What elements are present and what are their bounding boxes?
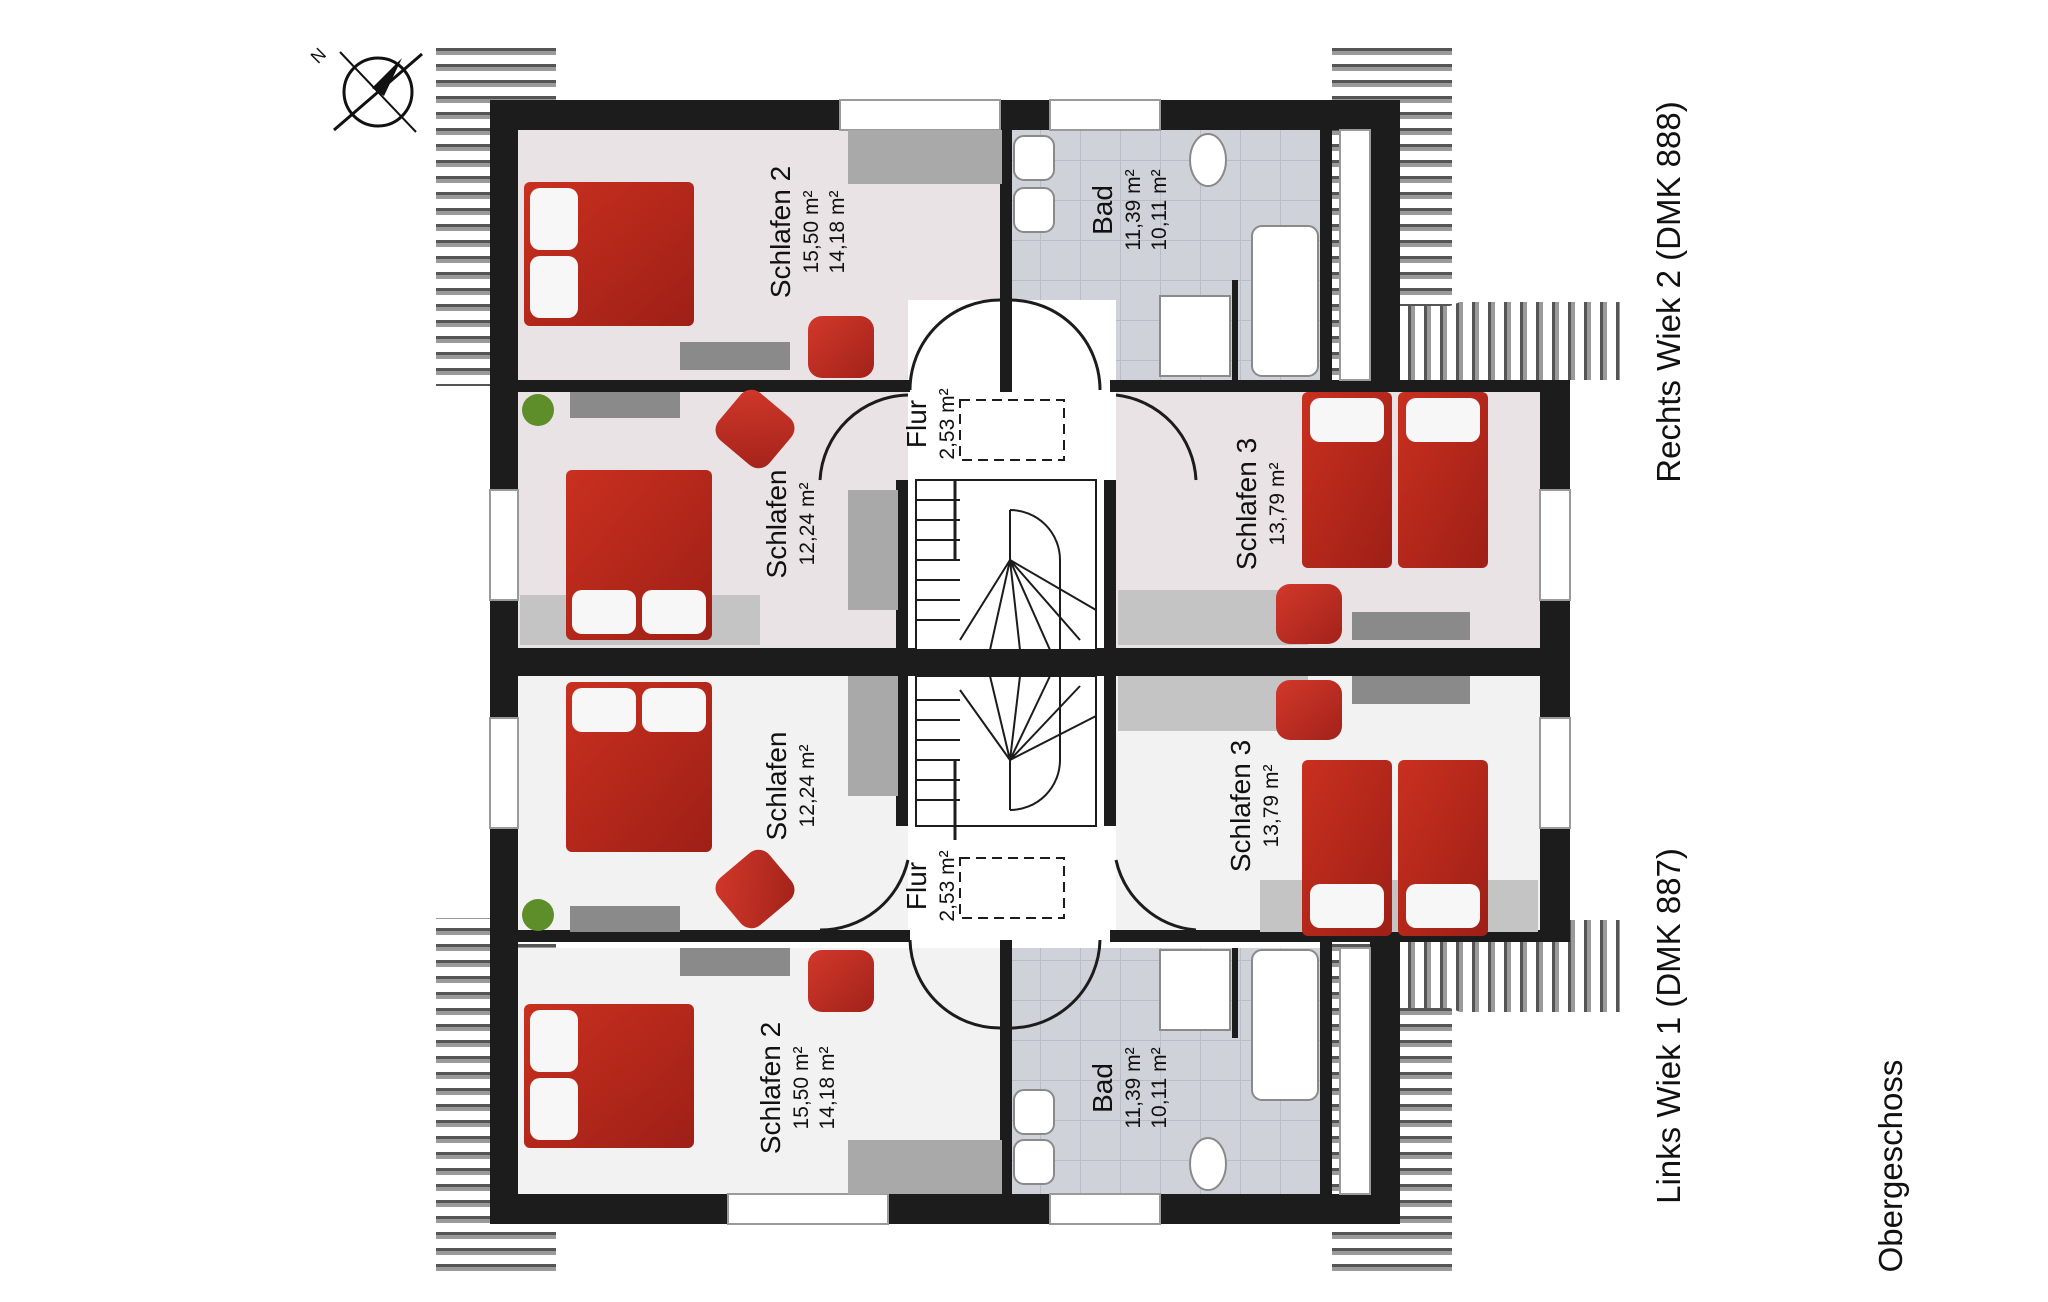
roof-dormer-bottom: [1370, 920, 1620, 1012]
svg-text:Bad: Bad: [1087, 1063, 1118, 1113]
room-label-bottom-schlafen: Schlafen 12,24 m²: [761, 732, 819, 841]
bathtub-icon: [1251, 225, 1319, 377]
bath-fixtures: [1013, 133, 1319, 1191]
shower-icon: [1159, 949, 1231, 1031]
svg-text:13,79 m²: 13,79 m²: [1260, 765, 1283, 848]
svg-text:14,18 m²: 14,18 m²: [816, 1047, 839, 1130]
plant-icon: [522, 394, 554, 426]
svg-text:14,18 m²: 14,18 m²: [826, 191, 849, 274]
toilet-icon: [1189, 1137, 1227, 1191]
room-label-top-schlafen2: Schlafen 2 15,50 m² 14,18 m²: [765, 166, 849, 298]
svg-text:Flur: Flur: [901, 862, 932, 910]
armchair-icon: [715, 389, 795, 469]
svg-text:Schlafen: Schlafen: [761, 732, 792, 841]
room-label-top-schlafen3: Schlafen 3 13,79 m²: [1231, 438, 1289, 570]
svg-text:Schlafen 3: Schlafen 3: [1225, 740, 1256, 872]
sink-icon: [1013, 1089, 1055, 1135]
svg-text:13,79 m²: 13,79 m²: [1266, 463, 1289, 546]
svg-text:10,11 m²: 10,11 m²: [1148, 1047, 1171, 1128]
room-label-bottom-flur: Flur 2,53 m²: [901, 850, 959, 921]
svg-text:Schlafen 2: Schlafen 2: [755, 1022, 786, 1154]
armchair-icon: [715, 849, 795, 929]
plant-icon: [522, 899, 554, 931]
floor-label: Obergeschoss: [1872, 1060, 1909, 1273]
room-label-top-flur: Flur 2,53 m²: [901, 388, 959, 459]
beds: [524, 182, 1488, 1148]
svg-text:Schlafen 2: Schlafen 2: [765, 166, 796, 298]
room-label-bottom-schlafen2: Schlafen 2 15,50 m² 14,18 m²: [755, 1022, 839, 1154]
armchairs: [715, 316, 1342, 1012]
toilet-icon: [1189, 133, 1227, 187]
compass-icon: N: [307, 44, 423, 133]
svg-text:Schlafen 3: Schlafen 3: [1231, 438, 1262, 570]
svg-text:Bad: Bad: [1087, 185, 1118, 235]
svg-text:15,50 m²: 15,50 m²: [800, 191, 823, 274]
sink-icon: [1013, 1139, 1055, 1185]
armchair-icon: [808, 950, 874, 1012]
room-label-bottom-schlafen3: Schlafen 3 13,79 m²: [1225, 740, 1283, 872]
unit-label-bottom: Links Wiek 1 (DMK 887): [1650, 848, 1687, 1204]
sink-icon: [1013, 187, 1055, 233]
sink-icon: [1013, 135, 1055, 181]
svg-text:2,53 m²: 2,53 m²: [936, 850, 959, 921]
room-label-top-bad: Bad 11,39 m² 10,11 m²: [1087, 169, 1171, 250]
svg-text:15,50 m²: 15,50 m²: [790, 1047, 813, 1130]
svg-text:12,24 m²: 12,24 m²: [796, 483, 819, 566]
unit-label-top: Rechts Wiek 2 (DMK 888): [1650, 101, 1687, 482]
armchair-icon: [1276, 680, 1342, 740]
svg-text:Schlafen: Schlafen: [761, 470, 792, 579]
shower-icon: [1159, 295, 1231, 377]
roof-dormer-top: [1370, 302, 1620, 380]
room-label-top-schlafen: Schlafen 12,24 m²: [761, 470, 819, 579]
compass-letter: N: [307, 44, 330, 67]
bathtub-icon: [1251, 949, 1319, 1101]
svg-text:2,53 m²: 2,53 m²: [936, 388, 959, 459]
armchair-icon: [808, 316, 874, 378]
svg-text:12,24 m²: 12,24 m²: [796, 745, 819, 828]
svg-text:11,39 m²: 11,39 m²: [1122, 169, 1145, 250]
staircase: [915, 479, 1097, 840]
svg-text:10,11 m²: 10,11 m²: [1148, 169, 1171, 250]
svg-text:11,39 m²: 11,39 m²: [1122, 1047, 1145, 1128]
svg-text:Flur: Flur: [901, 400, 932, 448]
windows: [489, 99, 1571, 1225]
doors: [818, 298, 1198, 1030]
room-label-bottom-bad: Bad 11,39 m² 10,11 m²: [1087, 1047, 1171, 1128]
armchair-icon: [1276, 584, 1342, 644]
